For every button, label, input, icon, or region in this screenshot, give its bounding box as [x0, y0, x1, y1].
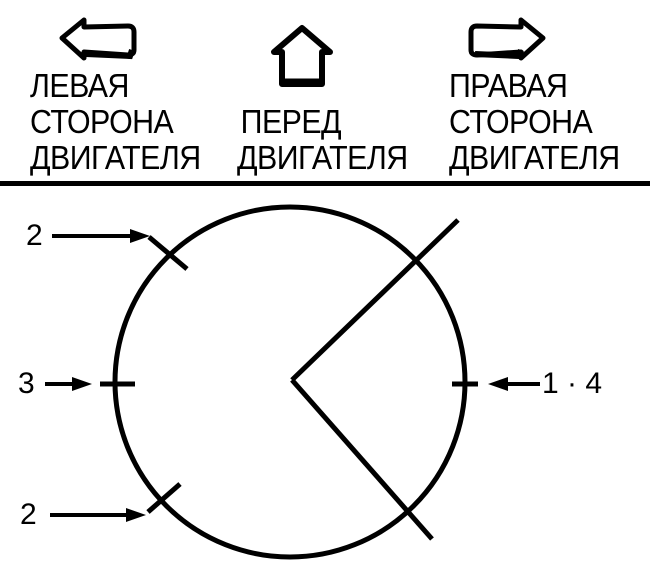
front-line-2: ДВИГАТЕЛЯ: [237, 139, 408, 176]
arrow-upper-left: [52, 229, 150, 243]
v-line-upper: [290, 218, 460, 382]
v-line-lower: [290, 378, 434, 541]
left-side-line-2: СТОРОНА: [30, 103, 174, 140]
callout-lower-left: 2: [20, 498, 37, 531]
arrow-left-icon: [58, 14, 138, 62]
arrow-left: [45, 377, 92, 391]
arrow-lower-left: [50, 508, 146, 522]
left-side-line-1: ЛЕВАЯ: [30, 67, 129, 104]
tick-upper-left: [147, 235, 189, 271]
arrow-right-icon: [467, 14, 547, 62]
left-side-label: ЛЕВАЯ СТОРОНА ДВИГАТЕЛЯ: [30, 68, 201, 176]
front-label: ПЕРЕД ДВИГАТЕЛЯ: [237, 104, 408, 176]
distributor-circle: [112, 204, 468, 560]
right-side-line-2: СТОРОНА: [449, 103, 593, 140]
right-side-line-1: ПРАВАЯ: [449, 67, 568, 104]
tick-lower-left: [146, 482, 182, 514]
left-side-line-3: ДВИГАТЕЛЯ: [30, 139, 201, 176]
header-divider: [0, 181, 650, 186]
right-side-line-3: ДВИГАТЕЛЯ: [449, 139, 620, 176]
callout-upper-left: 2: [26, 219, 43, 252]
callout-right: 1 · 4: [542, 367, 603, 400]
callout-left: 3: [18, 367, 35, 400]
front-line-1: ПЕРЕД: [240, 103, 342, 140]
right-side-label: ПРАВАЯ СТОРОНА ДВИГАТЕЛЯ: [449, 68, 620, 176]
arrow-up-icon: [268, 24, 336, 90]
arrow-right: [488, 377, 540, 391]
